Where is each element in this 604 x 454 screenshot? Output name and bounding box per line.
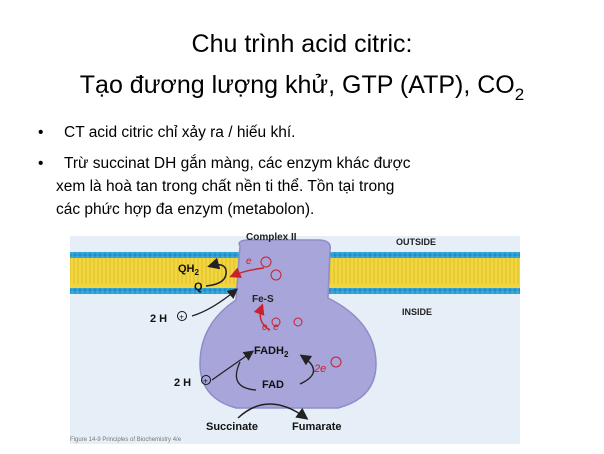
- bullet-2-text-line3: các phức hợp đa enzym (metabolon).: [56, 201, 315, 218]
- proton-arrow-upper: [191, 288, 238, 317]
- fad-label: FAD: [262, 379, 284, 391]
- fadh2-sub: 2: [284, 350, 289, 359]
- succinate-fumarate-arrow: [237, 403, 309, 420]
- electron-text: e: [246, 256, 252, 267]
- title-line2-subscript: 2: [514, 85, 525, 104]
- two-electron-label: 2e: [313, 363, 326, 375]
- bullet-1-text: CT acid citric chỉ xảy ra / hiếu khí.: [64, 124, 296, 141]
- fadh2-label: FADH2: [254, 345, 289, 359]
- two-e-text: 2e: [313, 363, 326, 375]
- fes-electron-arrow: [253, 303, 271, 331]
- electron-pair-label: e, e: [262, 322, 279, 333]
- electron-icon: [270, 269, 282, 281]
- electron-icon: [271, 317, 281, 327]
- title-line2-text: Tạo đương lượng khử, GTP (ATP), CO: [79, 71, 515, 99]
- electron-label-top: e: [246, 256, 252, 267]
- electron-text-2: e: [273, 322, 279, 333]
- plus-glyph: +: [179, 313, 184, 322]
- electron-icon: [330, 356, 342, 368]
- fumarate-label: Fumarate: [292, 421, 342, 433]
- proton-text-lower: 2 H: [174, 377, 191, 389]
- fad-cycle-arrow: [299, 354, 315, 385]
- fad-reduction-arrow: [235, 361, 257, 391]
- qh2-sub: 2: [195, 268, 200, 277]
- proton-label-upper: 2 H: [150, 313, 167, 325]
- q-reduction-arrow: [205, 257, 227, 287]
- inside-label: INSIDE: [402, 307, 432, 317]
- qh2-label: QH2: [178, 263, 200, 277]
- electron-path-arrow: [229, 267, 265, 278]
- proton-label-lower: 2 H: [174, 377, 191, 389]
- q-label: Q: [194, 281, 203, 293]
- bullet-2-text-line2: xem là hoà tan trong chất nền ti thể. Tồ…: [56, 178, 395, 195]
- bullet-dot: •: [38, 124, 44, 141]
- bullet-2: • Trừ succinat DH gắn màng, các enzym khá…: [38, 152, 578, 221]
- slide-title-line2: Tạo đương lượng khử, GTP (ATP), CO2: [0, 71, 604, 103]
- electron-icon: [260, 256, 272, 268]
- complex-ii-label: Complex II: [246, 232, 297, 243]
- outside-label: OUTSIDE: [396, 237, 436, 247]
- fe-s-label: Fe-S: [252, 294, 274, 305]
- figure-caption: Figure 14-9 Principles of Biochemistry 4…: [70, 437, 182, 443]
- plus-icon: [177, 311, 187, 321]
- electron-text-1: e: [262, 322, 268, 333]
- plus-glyph: +: [203, 377, 208, 386]
- electron-icon: [293, 317, 303, 327]
- bullet-1: • CT acid citric chỉ xảy ra / hiếu khí.: [38, 121, 295, 144]
- succinate-label: Succinate: [206, 421, 258, 433]
- fadh2-text: FADH: [254, 345, 284, 357]
- proton-text-upper: 2 H: [150, 313, 167, 325]
- bullet-dot: •: [38, 155, 44, 172]
- proton-arrow-lower: [211, 350, 255, 381]
- slide-title-line1: Chu trình acid citric:: [191, 30, 413, 58]
- qh2-text: QH: [178, 263, 195, 275]
- bullet-2-text-line1: Trừ succinat DH gắn màng, các enzym khác…: [64, 155, 411, 172]
- plus-icon: [201, 375, 211, 385]
- complex-ii-protein: [199, 239, 377, 409]
